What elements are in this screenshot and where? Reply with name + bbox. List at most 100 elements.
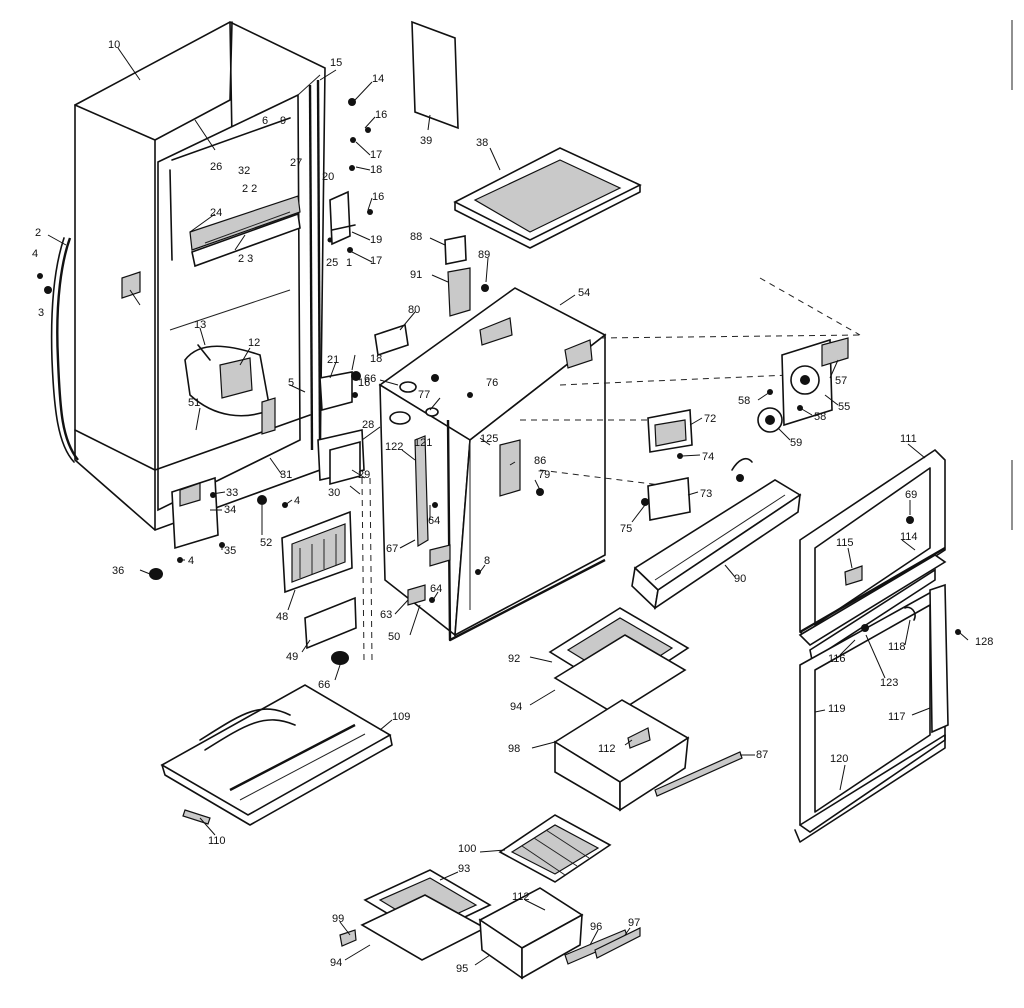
freezer-liner-54 — [378, 287, 607, 642]
label-97: 97 — [628, 917, 640, 929]
side-plug — [121, 271, 141, 299]
label-14: 14 — [372, 73, 384, 85]
label-58: 58 — [738, 395, 750, 407]
label-91: 91 — [410, 269, 422, 281]
label-100: 100 — [458, 843, 476, 855]
label-117: 117 — [888, 711, 906, 723]
label-48: 48 — [276, 611, 288, 623]
label-4: 4 — [32, 248, 38, 260]
label-125: 125 — [480, 433, 498, 445]
label-77: 77 — [418, 389, 430, 401]
door-frame-111 — [799, 448, 946, 639]
label-9: 9 — [280, 115, 286, 127]
mounting-plate-28 — [317, 429, 365, 486]
label-111: 111 — [900, 433, 917, 445]
control-housing-12 — [184, 344, 271, 417]
label-74: 74 — [702, 451, 714, 463]
label-21: 21 — [327, 354, 339, 366]
lower-bracket-33 — [37, 273, 288, 580]
label-50: 50 — [388, 631, 400, 643]
cover-39 — [411, 20, 459, 130]
label-22: 2 2 — [242, 183, 257, 195]
label-25: 25 — [326, 257, 338, 269]
label-12: 12 — [248, 337, 260, 349]
label-20: 20 — [322, 171, 334, 183]
label-87: 87 — [756, 749, 768, 761]
panel-49 — [304, 477, 373, 665]
assembly-guides — [520, 277, 861, 486]
label-64-b: 64 — [430, 583, 442, 595]
label-73: 73 — [700, 488, 712, 500]
drawer-95 — [339, 887, 641, 980]
label-57: 57 — [835, 375, 847, 387]
label-35: 35 — [224, 545, 236, 557]
label-16: 16 — [375, 109, 387, 121]
label-31: 31 — [280, 469, 292, 481]
drain-tube — [50, 237, 79, 463]
crisper-drawer-98 — [553, 699, 743, 812]
door-gasket-116 — [798, 554, 947, 662]
label-2: 2 — [35, 227, 41, 239]
damper-parts — [641, 409, 753, 521]
label-28: 28 — [362, 419, 374, 431]
label-58-b: 58 — [814, 411, 826, 423]
label-34: 34 — [224, 504, 236, 516]
label-122: 122 — [385, 441, 403, 453]
label-33: 33 — [226, 487, 238, 499]
door-panel-119 — [794, 583, 961, 843]
label-90: 90 — [734, 573, 746, 585]
label-109: 109 — [392, 711, 410, 723]
label-18: 18 — [370, 164, 382, 176]
label-80: 80 — [408, 304, 420, 316]
label-29: 29 — [358, 469, 370, 481]
label-66: 66 — [318, 679, 330, 691]
label-24: 24 — [210, 207, 222, 219]
part-number-labels: 10 15 14 16 17 18 20 16 19 25 1 17 6 9 2… — [32, 39, 993, 975]
drawer-cover-93 — [360, 869, 492, 961]
label-93: 93 — [458, 863, 470, 875]
label-51: 51 — [188, 397, 200, 409]
label-55: 55 — [838, 401, 850, 413]
label-32: 32 — [238, 165, 250, 177]
label-96: 96 — [590, 921, 602, 933]
label-86: 86 — [534, 455, 546, 467]
label-52: 52 — [260, 537, 272, 549]
label-23: 2 3 — [238, 253, 253, 265]
label-4-b: 4 — [294, 495, 300, 507]
label-15: 15 — [330, 57, 342, 69]
label-67: 67 — [386, 543, 398, 555]
label-63: 63 — [380, 609, 392, 621]
cover-90 — [631, 479, 802, 610]
label-114: 114 — [900, 531, 918, 543]
label-16-c: 16 — [358, 377, 370, 389]
label-75: 75 — [620, 523, 632, 535]
upper-rail-assembly — [169, 117, 301, 268]
label-76: 76 — [486, 377, 498, 389]
drip-pan-109 — [160, 684, 393, 826]
label-59: 59 — [790, 437, 802, 449]
label-88: 88 — [410, 231, 422, 243]
label-79: 79 — [538, 469, 550, 481]
label-94-b: 94 — [330, 957, 342, 969]
label-92: 92 — [508, 653, 520, 665]
lower-hinge-parts — [261, 371, 361, 435]
label-6: 6 — [262, 115, 268, 127]
crisper-cover-92 — [548, 607, 690, 715]
label-36: 36 — [112, 565, 124, 577]
grille-48 — [281, 510, 353, 594]
label-26: 26 — [210, 161, 222, 173]
label-5: 5 — [288, 377, 294, 389]
label-95: 95 — [456, 963, 468, 975]
label-39: 39 — [420, 135, 432, 147]
label-30: 30 — [328, 487, 340, 499]
label-27: 27 — [290, 157, 302, 169]
cabinet-shell — [74, 21, 326, 531]
label-121: 121 — [414, 437, 432, 449]
wire-shelf-100 — [498, 814, 612, 883]
label-38: 38 — [476, 137, 488, 149]
label-72: 72 — [704, 413, 716, 425]
label-94: 94 — [510, 701, 522, 713]
label-99: 99 — [332, 913, 344, 925]
label-115: 115 — [836, 537, 854, 549]
